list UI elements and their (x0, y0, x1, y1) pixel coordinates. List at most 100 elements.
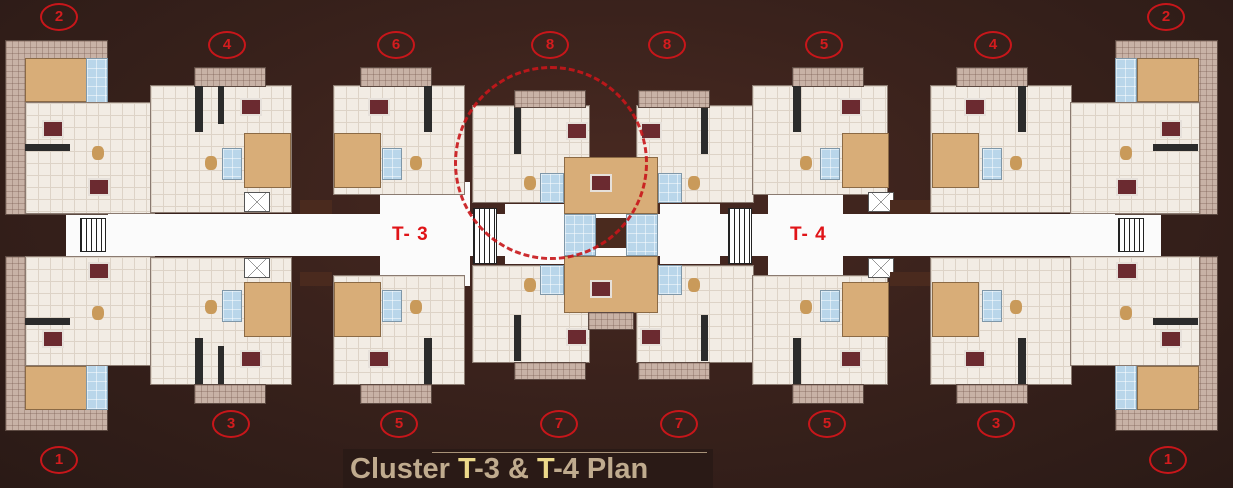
lift-shaft (244, 258, 270, 278)
unit-badge: 5 (808, 410, 846, 438)
bath-unit-3-right (982, 290, 1002, 322)
kitchen-counter (1018, 338, 1026, 384)
terrace-unit-7-left (514, 362, 586, 380)
bed-icon (88, 262, 110, 280)
unit-badge: 3 (977, 410, 1015, 438)
title-t3-letter: T (457, 453, 475, 485)
bed-icon (240, 350, 262, 368)
dining-table-icon (410, 156, 422, 170)
bedroom-unit-4-right (932, 133, 979, 188)
bath-center-bottom-right (658, 265, 682, 295)
kitchen-counter (1018, 86, 1026, 132)
bed-icon (240, 98, 262, 116)
bath-center-bottom-left (540, 265, 564, 295)
dining-table-icon (92, 146, 104, 160)
dining-table-icon (1010, 156, 1022, 170)
bath-unit-5-top-right (820, 148, 840, 180)
bed-icon (590, 280, 612, 298)
unit-badge: 5 (380, 410, 418, 438)
dining-table-icon (410, 300, 422, 314)
bed-icon (368, 350, 390, 368)
staircase-left (80, 218, 106, 252)
unit-badge: 4 (208, 31, 246, 59)
bed-icon (368, 98, 390, 116)
terrace-unit-7-right (638, 362, 710, 380)
staircase-t4 (728, 208, 752, 264)
bed-icon (964, 350, 986, 368)
duct (300, 272, 332, 286)
duct (890, 272, 930, 286)
bedroom-unit-6 (334, 133, 381, 188)
tower-label-t3: T- 3 (392, 224, 429, 245)
dining-table-icon (205, 156, 217, 170)
bed-icon (1116, 178, 1138, 196)
kitchen-counter (1153, 144, 1198, 151)
highlight-circle (454, 66, 648, 260)
bath-center-mid-right (626, 214, 658, 256)
dining-table-icon (92, 306, 104, 320)
t4-lobby (768, 182, 843, 286)
bed-icon (840, 98, 862, 116)
bedroom-unit-5-top-right (842, 133, 889, 188)
title-t4-letter: T (536, 453, 554, 485)
floor-plan: T- 3 T- 4 (5, 40, 1218, 431)
bed-icon (1116, 262, 1138, 280)
kitchen-counter (701, 108, 708, 154)
bed-icon (840, 350, 862, 368)
lift-shaft (868, 258, 894, 278)
dining-table-icon (1010, 300, 1022, 314)
kitchen-counter (25, 318, 70, 325)
lift-shaft (244, 192, 270, 212)
bed-icon (1160, 330, 1182, 348)
lift-shaft (868, 192, 894, 212)
bed-icon (42, 330, 64, 348)
title-prefix: Cluster (350, 453, 450, 485)
bedroom-unit-5-left (334, 282, 381, 337)
unit-badge: 3 (212, 410, 250, 438)
kitchen-counter (701, 315, 708, 361)
unit-badge: 7 (660, 410, 698, 438)
unit-badge: 1 (40, 446, 78, 474)
unit-badge: 7 (540, 410, 578, 438)
kitchen-counter (793, 86, 801, 132)
dining-table-icon (800, 300, 812, 314)
terrace-center-bottom (588, 312, 634, 330)
terrace-unit-6 (360, 67, 432, 87)
bedroom-unit-2 (25, 58, 87, 102)
staircase-right (1118, 218, 1144, 252)
title-t3-rest: -3 & (474, 453, 529, 485)
center-lobby-right (660, 204, 720, 264)
kitchen-counter (514, 315, 521, 361)
unit-badge: 6 (377, 31, 415, 59)
terrace-unit-4-left (194, 67, 266, 87)
kitchen-counter (218, 346, 224, 384)
bedroom-unit-5-bottom-right (842, 282, 889, 337)
bath-unit-5-left (382, 290, 402, 322)
bath-unit-3-left (222, 290, 242, 322)
bath-unit-4-left (222, 148, 242, 180)
bedroom-unit-4-left (244, 133, 291, 188)
bath-unit-6 (382, 148, 402, 180)
bed-icon (640, 328, 662, 346)
unit-badge: 2 (40, 3, 78, 31)
plan-title: Cluster T-3 & T-4 Plan (350, 453, 648, 486)
bath-unit-5-bottom-right (820, 290, 840, 322)
bedroom-unit-2-right (1137, 58, 1199, 102)
dining-table-icon (205, 300, 217, 314)
unit-badge: 1 (1149, 446, 1187, 474)
living-unit-2 (25, 102, 155, 214)
title-t4-rest: -4 Plan (553, 453, 649, 485)
dining-table-icon (800, 156, 812, 170)
dining-table-icon (1120, 146, 1132, 160)
dining-table-icon (524, 278, 536, 292)
duct (890, 200, 930, 214)
dining-table-icon (688, 176, 700, 190)
dining-table-icon (1120, 306, 1132, 320)
kitchen-counter (25, 144, 70, 151)
bed-icon (42, 120, 64, 138)
bed-icon (1160, 120, 1182, 138)
terrace-unit-3-right (956, 384, 1028, 404)
bedroom-unit-1-right (1137, 366, 1199, 410)
bed-icon (566, 328, 588, 346)
terrace-unit-5-top-right (792, 67, 864, 87)
